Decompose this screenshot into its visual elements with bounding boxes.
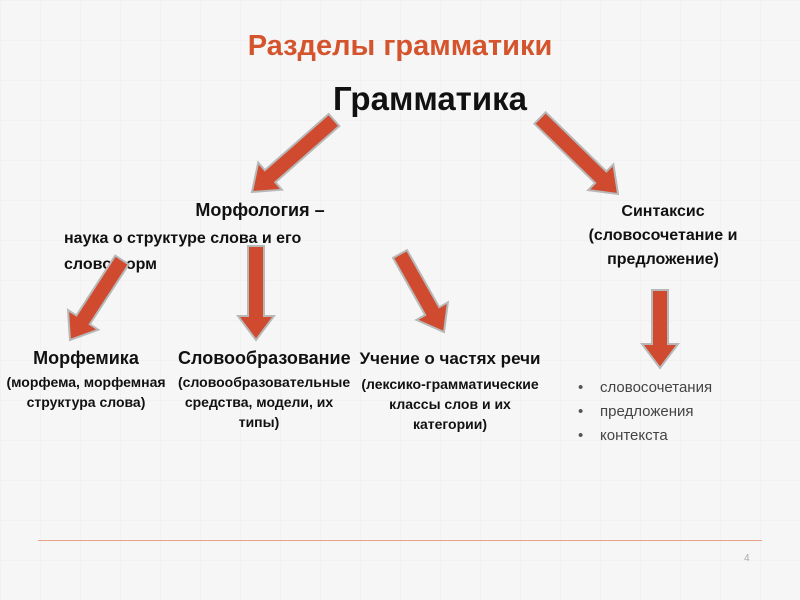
branch-morphemics: Морфемика (морфема, морфемная структура … bbox=[6, 346, 166, 412]
branch-word-formation: Словообразование (словообразовательные с… bbox=[178, 346, 351, 432]
branch-word-formation-heading: Словообразование bbox=[178, 348, 351, 368]
branch-parts-of-speech-details: (лексико-грамматические классы слов и их… bbox=[361, 376, 539, 432]
list-item: словосочетания bbox=[576, 378, 712, 398]
page-number: 4 bbox=[744, 553, 750, 564]
branch-word-formation-details: (словообразовательные средства, модели, … bbox=[178, 374, 351, 430]
arrow-to-word-formation bbox=[236, 245, 276, 342]
list-item: предложения bbox=[576, 402, 712, 422]
branch-morphemics-heading: Морфемика bbox=[33, 348, 139, 368]
arrow-to-morphology bbox=[250, 112, 341, 194]
morphology-heading: Морфология – bbox=[195, 200, 325, 220]
arrow-to-parts-of-speech bbox=[391, 248, 450, 334]
arrow-to-syntax bbox=[532, 110, 620, 196]
root-node-grammar: Грамматика bbox=[332, 80, 528, 117]
arrow-to-syntax-items bbox=[640, 289, 680, 370]
branch-parts-of-speech-heading: Учение о частях речи bbox=[359, 349, 541, 368]
syntax-node: Синтаксис (словосочетание и предложение) bbox=[588, 203, 738, 268]
arrow-to-morphemics bbox=[66, 254, 131, 342]
syntax-bullet-list: словосочетания предложения контекста bbox=[576, 378, 712, 450]
branch-morphemics-details: (морфема, морфемная структура слова) bbox=[6, 374, 166, 410]
slide-title: Разделы грамматики bbox=[247, 30, 553, 62]
branch-parts-of-speech: Учение о частях речи (лексико-грамматиче… bbox=[352, 346, 548, 434]
footer-rule bbox=[38, 540, 762, 541]
list-item: контекста bbox=[576, 426, 712, 446]
